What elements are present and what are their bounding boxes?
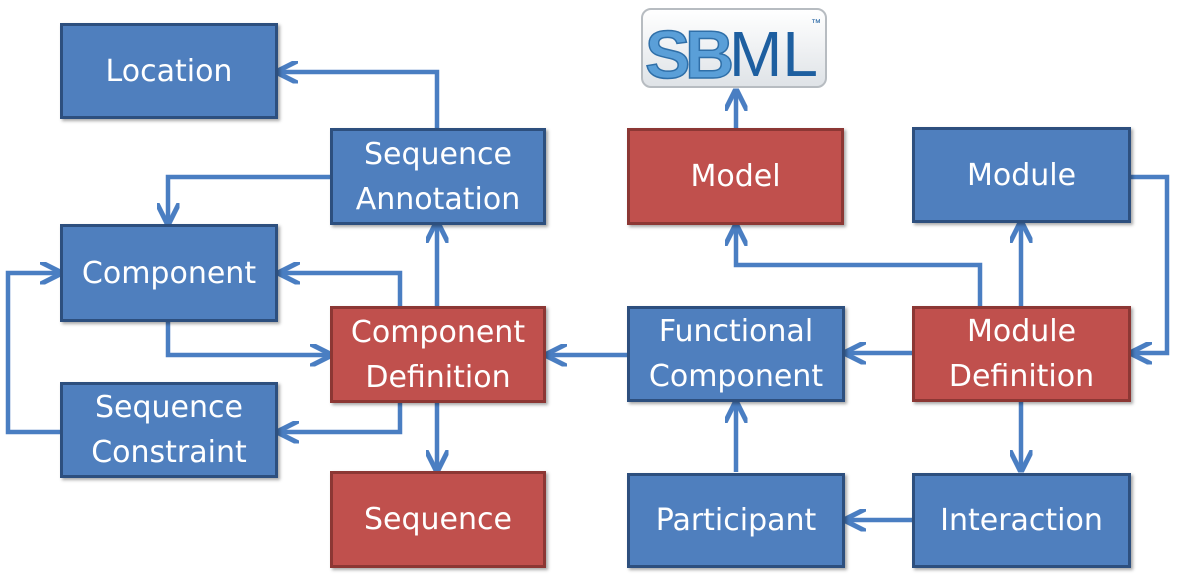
node-sequence-annotation: Sequence Annotation (330, 128, 546, 225)
logo-letter-s: S (645, 17, 690, 90)
node-component: Component (60, 224, 278, 322)
node-model: Model (627, 128, 844, 225)
node-interaction: Interaction (912, 473, 1131, 568)
node-label: Component Definition (350, 314, 526, 395)
node-label: Module (966, 157, 1077, 193)
node-label: Model (690, 159, 781, 194)
node-label: Location (105, 53, 233, 89)
node-location: Location (60, 23, 278, 119)
node-label: Interaction (940, 503, 1103, 538)
node-module-definition: Module Definition (912, 306, 1131, 402)
node-label: Sequence Annotation (355, 136, 521, 217)
node-sequence: Sequence (330, 471, 546, 568)
node-label: Participant (655, 503, 817, 538)
logo-trademark: ™ (811, 18, 821, 29)
edge-compdef-to-component (282, 273, 403, 306)
edge-annotation-to-location (280, 72, 440, 130)
node-functional-component: Functional Component (627, 306, 845, 402)
logo-letters-ml: ML (729, 18, 818, 90)
sbml-logo: S B ML ™ (641, 8, 827, 90)
edge-compdef-to-constraint (281, 403, 403, 432)
edge-module-to-moddef (1131, 174, 1170, 353)
edge-constraint-to-component (5, 273, 62, 435)
logo-letter-b: B (685, 17, 734, 90)
node-label: Functional Component (648, 314, 824, 394)
node-label: Sequence Constraint (91, 390, 247, 470)
node-sequence-constraint: Sequence Constraint (60, 382, 278, 478)
node-label: Sequence (364, 502, 512, 537)
node-component-definition: Component Definition (330, 306, 546, 403)
edge-component-to-compdef (165, 322, 328, 355)
node-module: Module (912, 127, 1131, 223)
node-label: Module Definition (948, 314, 1095, 394)
sbml-logo-mark: S B ML ™ (644, 16, 821, 90)
node-participant: Participant (627, 473, 845, 568)
edge-moddef-to-model (736, 228, 983, 306)
node-label: Component (81, 255, 257, 291)
edge-annotation-to-component (168, 174, 332, 221)
